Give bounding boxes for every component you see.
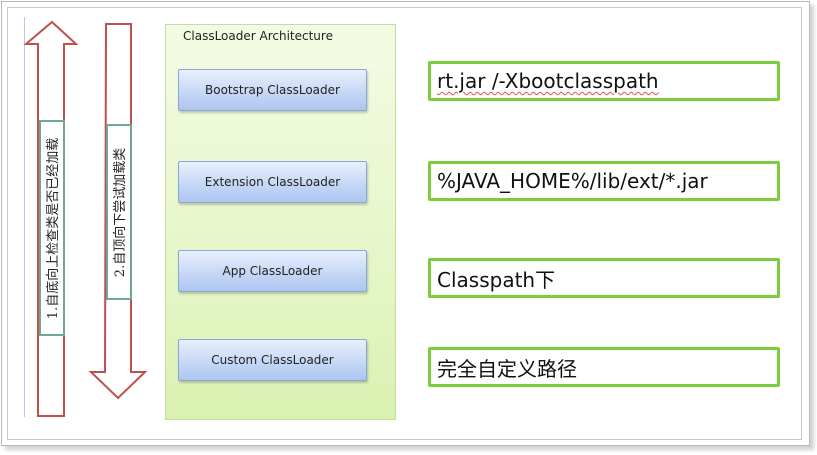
bottom-up-check-text: 1.自底向上检查类是否已经加载: [46, 137, 62, 319]
extension-classloader-box: Extension ClassLoader: [178, 161, 367, 203]
extension-path-text: %JAVA_HOME%/lib/ext/*.jar: [437, 169, 708, 193]
custom-path-box: 完全自定义路径: [428, 347, 780, 387]
bootstrap-path-box: rt.jar /-Xbootclasspath: [428, 61, 780, 101]
top-down-load-label: 2.自顶向下尝试加载类: [106, 124, 132, 300]
custom-classloader-box: Custom ClassLoader: [178, 339, 367, 381]
panel-title: ClassLoader Architecture: [183, 29, 333, 43]
bottom-up-check-label: 1.自底向上检查类是否已经加载: [39, 120, 65, 336]
top-down-load-text: 2.自顶向下尝试加载类: [113, 147, 129, 277]
custom-path-text: 完全自定义路径: [437, 356, 577, 381]
app-path-text: Classpath下: [437, 267, 556, 292]
app-classloader-box: App ClassLoader: [178, 250, 367, 292]
app-path-box: Classpath下: [428, 258, 780, 298]
classloader-architecture-panel: ClassLoader Architecture Bootstrap Class…: [165, 24, 396, 420]
bootstrap-classloader-box: Bootstrap ClassLoader: [178, 69, 367, 111]
bootstrap-path-text: rt.jar /-Xbootclasspath: [437, 69, 659, 93]
extension-path-box: %JAVA_HOME%/lib/ext/*.jar: [428, 161, 780, 201]
guide-line: [24, 17, 25, 417]
